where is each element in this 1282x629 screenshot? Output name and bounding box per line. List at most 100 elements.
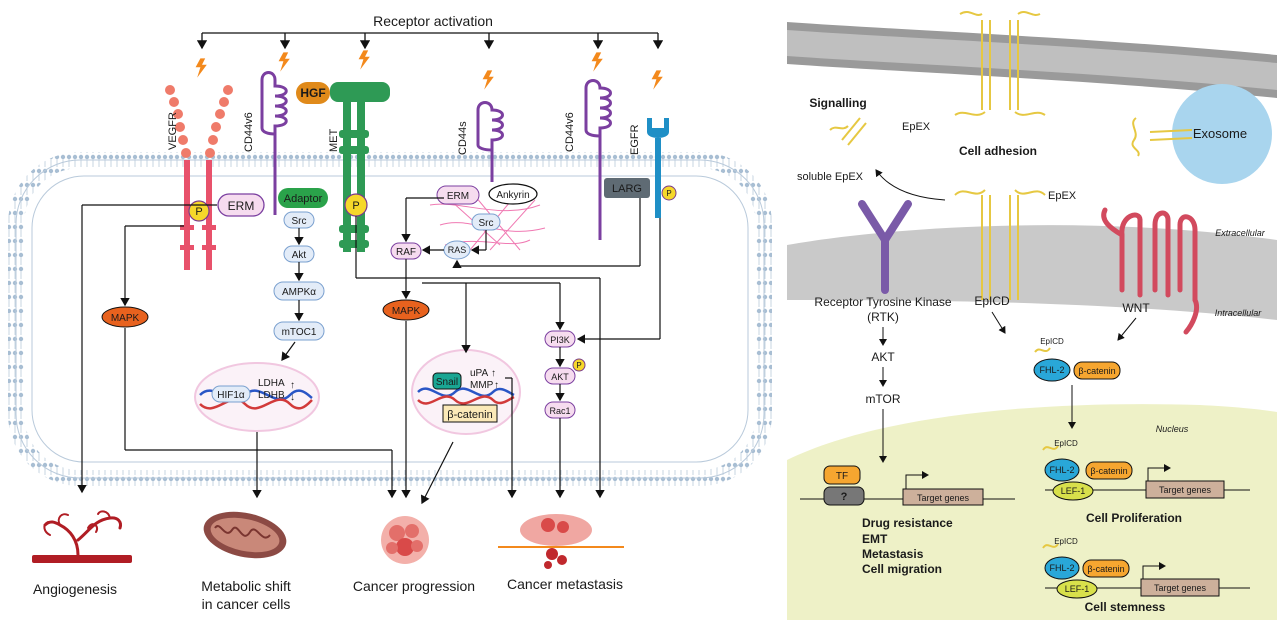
vegfr-p-label: P: [195, 206, 202, 218]
ras-label: RAS: [448, 245, 467, 255]
hgf-label: HGF: [300, 86, 325, 100]
tumor-metastasis-icon: [498, 514, 624, 569]
outcome-cell-migration: Cell migration: [862, 562, 942, 576]
met-p-label: P: [352, 200, 359, 212]
cell-membrane: [8, 152, 772, 486]
mapk-node-2: [382, 299, 430, 321]
ankyrin-label: Ankyrin: [496, 190, 529, 201]
epicd-label-small-1: EpICD: [1040, 337, 1064, 346]
activation-bolt-icon: [651, 70, 663, 90]
akt2-label: AKT: [551, 372, 569, 382]
larg-label: LARG: [612, 183, 642, 195]
epicd-label-small-3: EpICD: [1054, 537, 1078, 546]
outcome-metastasis: Metastasis: [862, 547, 924, 561]
rtk-label-2: (RTK): [867, 310, 899, 324]
activation-bolt-icon: [195, 58, 207, 78]
tf-gene-construct: [800, 465, 1015, 506]
upa-label: uPA: [470, 368, 488, 379]
mtoc1-label: mTOC1: [282, 327, 317, 338]
vegfr-label: VEGFR: [167, 112, 179, 150]
soluble-epex-label: soluble EpEX: [797, 171, 864, 183]
epicd-label: EpICD: [974, 294, 1010, 308]
akt-label: Akt: [292, 250, 307, 261]
activation-bolt-icon: [591, 52, 603, 72]
angiogenesis-icon: [32, 510, 132, 563]
angiogenesis-label: Angiogenesis: [33, 581, 117, 597]
up-arrow-icon: ↑: [494, 380, 499, 391]
bcatenin-label-1: β-catenin: [1078, 366, 1115, 376]
wnt-receptor-icon: [1101, 207, 1200, 335]
ldhb-label: LDHB: [258, 390, 285, 401]
akt-label-right: AKT: [871, 350, 895, 364]
target-genes-label-3: Target genes: [1154, 583, 1207, 593]
cleavage-arrow: [875, 169, 946, 201]
src-label: Src: [292, 216, 307, 227]
cancer-progression-label: Cancer progression: [353, 578, 475, 594]
wnt-label: WNT: [1122, 301, 1150, 315]
nucleus-label: Nucleus: [1156, 424, 1189, 434]
cd44v6-label-2: CD44v6: [564, 112, 576, 152]
right-panel: Exosome Cell adhesion EpEX EpICD Signall…: [787, 0, 1277, 620]
tumor-progression-icon: [381, 516, 429, 564]
egfr-receptor: [647, 118, 677, 218]
fhl2-label-2: FHL-2: [1049, 465, 1074, 475]
proliferation-construct: [1042, 445, 1250, 501]
up-arrow-icon: ↑: [491, 368, 496, 379]
egfr-label: EGFR: [629, 124, 641, 155]
up-arrow-icon: ↑: [290, 380, 295, 391]
erm-node-2: [436, 185, 480, 205]
stemness-construct: [1042, 543, 1250, 599]
rac1-label: Rac1: [549, 406, 570, 416]
activation-bolt-icon: [278, 52, 290, 72]
fhl2-label-1: FHL-2: [1039, 365, 1064, 375]
target-genes-label-1: Target genes: [917, 493, 970, 503]
cell-proliferation-label: Cell Proliferation: [1086, 511, 1182, 525]
left-panel: Receptor activation VE: [8, 13, 772, 612]
target-genes-label-2: Target genes: [1159, 485, 1212, 495]
cd44v6-receptor: [260, 71, 288, 215]
outcome-emt: EMT: [862, 532, 888, 546]
rtk-label: Receptor Tyrosine Kinase: [814, 295, 952, 309]
mmp-label: MMP: [470, 380, 494, 391]
activation-bolt-icon: [358, 50, 370, 70]
soluble-epex-icon: [829, 117, 867, 146]
bcatenin-label-3: β-catenin: [1087, 564, 1124, 574]
mapk-label-1: MAPK: [111, 313, 140, 324]
epcam-receptor-icon: [954, 189, 1046, 300]
erm-label-2: ERM: [447, 191, 469, 202]
erm-label: ERM: [228, 199, 255, 213]
outcome-drug-resistance: Drug resistance: [862, 516, 953, 530]
bcatenin-label-2: β-catenin: [1090, 466, 1127, 476]
snail-nucleus: [411, 349, 521, 435]
raf-label: RAF: [396, 247, 416, 258]
epcam-adhesion-icon: [954, 11, 1046, 116]
bcatenin-label: β-catenin: [447, 409, 492, 421]
cd44s-receptor: [476, 101, 504, 182]
mtoc1-node: [273, 321, 325, 341]
epicd-label-small-2: EpICD: [1054, 439, 1078, 448]
receptor-activation-label: Receptor activation: [373, 13, 493, 29]
intracellular-label: Intracellular: [1215, 308, 1263, 318]
epex-label: EpEX: [902, 121, 931, 133]
cell-adhesion-label: Cell adhesion: [959, 144, 1037, 158]
larg-node: [604, 178, 650, 198]
cancer-metastasis-label: Cancer metastasis: [507, 576, 623, 592]
ldha-label: LDHA: [258, 378, 285, 389]
rtk-receptor-icon: [858, 200, 912, 294]
met-receptor: [330, 82, 390, 252]
lef1-label-1: LEF-1: [1061, 486, 1086, 496]
adaptor-node: [278, 188, 328, 208]
ankyrin-node: [488, 183, 538, 205]
unknown-tf-label: ?: [841, 491, 848, 503]
pathway-arrows: [77, 197, 661, 505]
cd44v6-label: CD44v6: [243, 112, 255, 152]
hif-nucleus: [194, 362, 320, 432]
exosome-epcam: [1131, 117, 1193, 157]
akt-p-label: P: [576, 361, 581, 370]
activation-bolt-icon: [482, 70, 494, 90]
egfr-p-label: P: [666, 189, 671, 198]
rtk-arrows: [879, 311, 1137, 463]
src-label-2: Src: [479, 218, 494, 229]
cell-stemness-label: Cell stemness: [1085, 600, 1166, 614]
